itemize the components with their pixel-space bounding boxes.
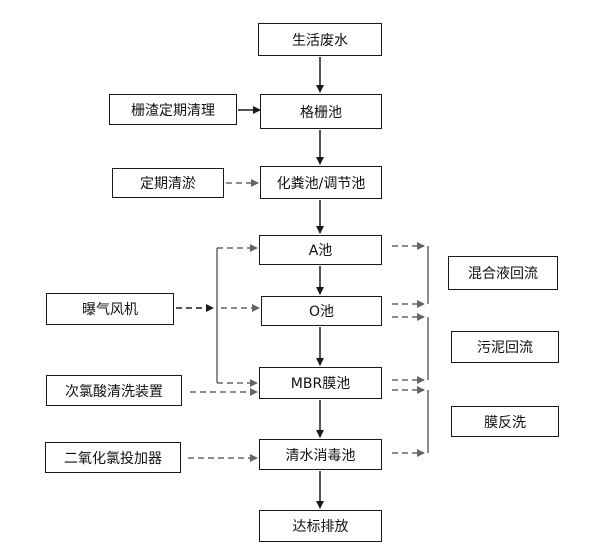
node-grille-pool: 格栅池 (260, 94, 382, 129)
node-septic-regulating-pool: 化粪池/调节池 (260, 166, 382, 199)
node-domestic-wastewater: 生活废水 (258, 23, 382, 56)
input-aeration-blower: 曝气风机 (46, 293, 174, 325)
input-screen-cleaning: 栅渣定期清理 (109, 94, 237, 125)
node-a-pool: A池 (259, 235, 382, 265)
return-sludge: 污泥回流 (451, 331, 559, 363)
input-chlorine-dioxide-dosing: 二氧化氯投加器 (45, 442, 181, 473)
input-hypochlorite-cleaning: 次氯酸清洗装置 (46, 375, 182, 406)
node-mbr-pool: MBR膜池 (259, 367, 382, 399)
node-o-pool: O池 (261, 296, 382, 326)
input-desilting: 定期清淤 (112, 168, 224, 198)
return-mixed-liquor: 混合液回流 (448, 256, 558, 290)
return-membrane-backwash: 膜反洗 (451, 406, 559, 437)
node-discharge: 达标排放 (259, 510, 382, 542)
node-clear-water-disinfection-pool: 清水消毒池 (259, 439, 382, 470)
